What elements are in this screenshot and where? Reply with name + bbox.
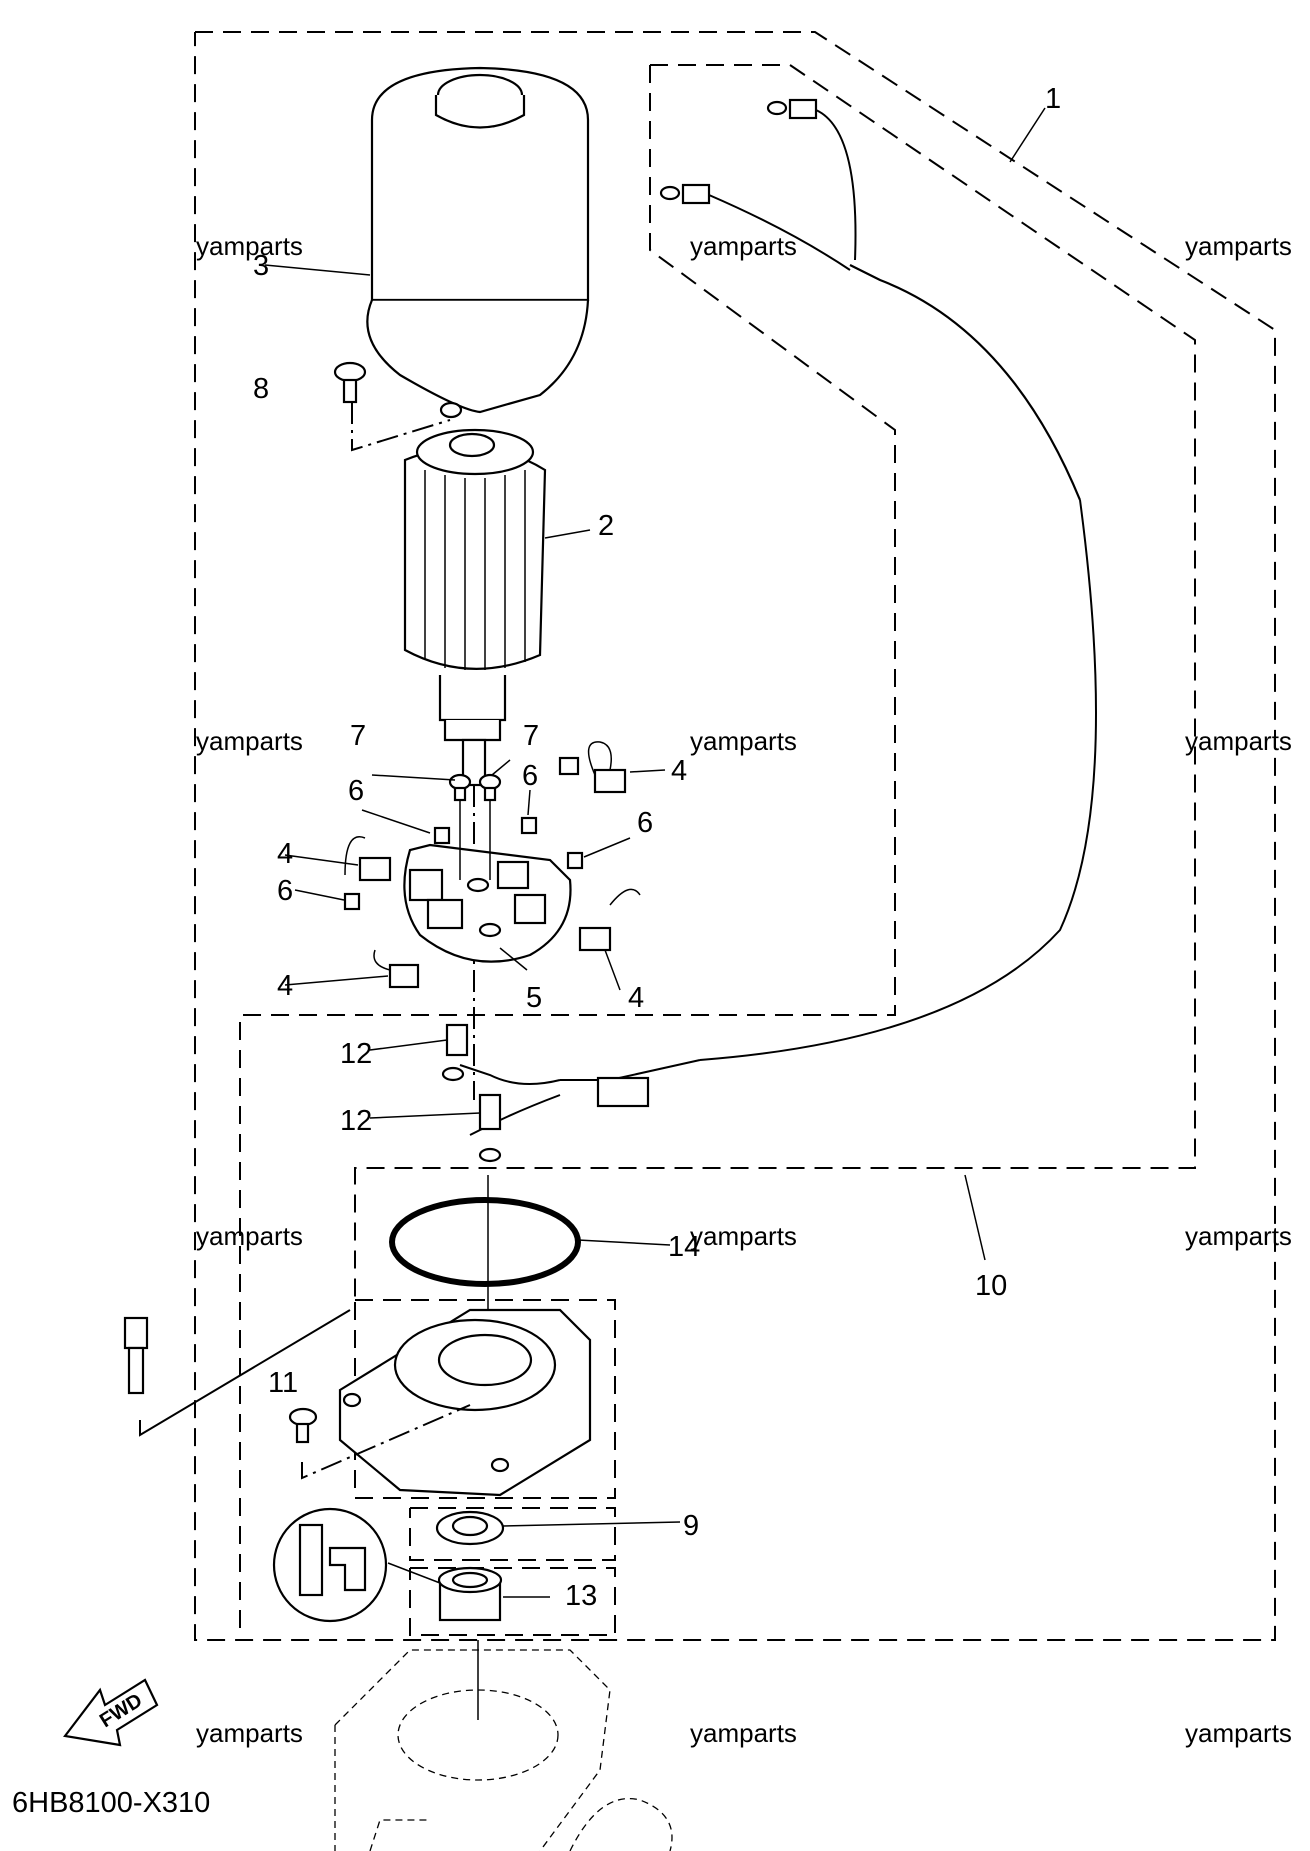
watermark: yamparts xyxy=(690,1718,797,1748)
callout-4d: 4 xyxy=(628,982,644,1014)
brush-parts-4 xyxy=(344,741,641,989)
watermark: yamparts xyxy=(196,1718,303,1748)
assembly-outline-10 xyxy=(194,31,1276,1641)
screw-part-11 xyxy=(288,1404,471,1480)
watermark: yamparts xyxy=(1185,1718,1292,1748)
callout-2: 2 xyxy=(598,510,614,542)
washer-part xyxy=(435,1510,505,1546)
screw-part-7 xyxy=(448,773,502,880)
callout-5: 5 xyxy=(526,982,542,1014)
nut-parts-12 xyxy=(445,1023,502,1131)
watermark: yamparts xyxy=(690,1221,797,1251)
callout-9: 9 xyxy=(683,1510,699,1542)
brush-holder-part xyxy=(403,843,572,963)
callout-6c: 6 xyxy=(637,807,653,839)
callout-12a: 12 xyxy=(340,1038,372,1070)
assembly-outline-1 xyxy=(239,64,1196,1635)
fwd-direction-arrow: FWD xyxy=(63,1678,159,1747)
leader-lines xyxy=(264,107,1046,1598)
callout-13: 13 xyxy=(565,1580,597,1612)
callout-4b: 4 xyxy=(277,838,293,870)
screw-part-8 xyxy=(333,361,451,452)
callout-7a: 7 xyxy=(350,720,366,752)
callout-7b: 7 xyxy=(523,720,539,752)
armature-part xyxy=(403,428,547,1100)
bearing-part xyxy=(272,1507,503,1623)
watermark: yamparts xyxy=(1185,726,1292,756)
watermarks: yamparts yamparts yamparts yamparts yamp… xyxy=(196,231,1292,1748)
callout-1: 1 xyxy=(1045,83,1061,115)
callout-4c: 4 xyxy=(277,970,293,1002)
watermark: yamparts xyxy=(196,231,303,261)
callout-labels: 1 2 3 8 7 7 6 4 6 6 4 6 4 5 4 12 12 14 1… xyxy=(253,83,1061,1612)
end-cover-part xyxy=(338,1308,592,1497)
watermark: yamparts xyxy=(690,726,797,756)
callout-12b: 12 xyxy=(340,1105,372,1137)
motor-yoke-part xyxy=(366,66,590,419)
callout-4a: 4 xyxy=(671,755,687,787)
callout-8: 8 xyxy=(253,373,269,405)
callout-14: 14 xyxy=(668,1231,700,1263)
watermark: yamparts xyxy=(196,1221,303,1251)
watermark: yamparts xyxy=(1185,1221,1292,1251)
callout-11: 11 xyxy=(268,1367,298,1399)
callout-3: 3 xyxy=(253,250,269,282)
callout-6b: 6 xyxy=(348,775,364,807)
watermark: yamparts xyxy=(196,726,303,756)
spring-parts-6 xyxy=(343,816,584,911)
bolt-part xyxy=(123,1309,351,1437)
lead-wire-part xyxy=(441,98,1097,1163)
callout-6a: 6 xyxy=(522,760,538,792)
callout-6d: 6 xyxy=(277,875,293,907)
diagram-code: 6HB8100-X310 xyxy=(12,1787,210,1819)
pump-housing-ghost xyxy=(334,1640,673,1851)
watermark: yamparts xyxy=(690,231,797,261)
callout-10: 10 xyxy=(975,1270,1007,1302)
watermark: yamparts xyxy=(1185,231,1292,261)
